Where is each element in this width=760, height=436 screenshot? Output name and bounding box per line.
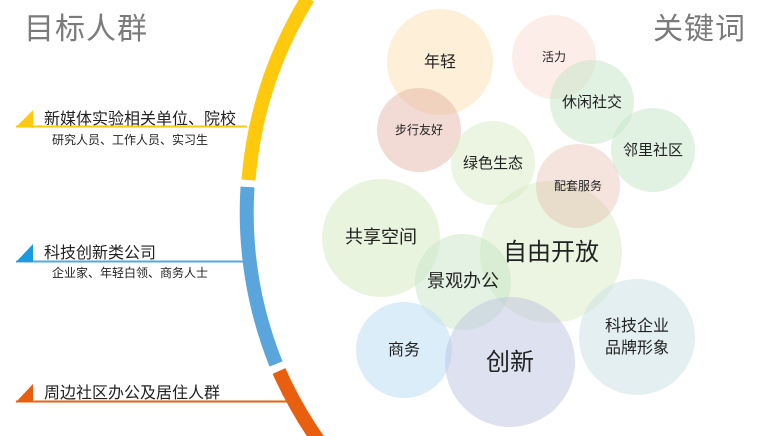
keyword-bubble-shangwu: 商务 xyxy=(356,302,452,398)
keyword-label: 步行友好 xyxy=(394,122,443,137)
keyword-label: 商务 xyxy=(387,340,420,360)
keyword-label: 自由开放 xyxy=(503,237,599,266)
keyword-label: 配套服务 xyxy=(553,178,602,193)
keyword-label: 景观办公 xyxy=(427,270,499,292)
target-audience-heading: 目标人群 xyxy=(24,12,148,47)
keyword-label: 绿色生态 xyxy=(462,153,523,172)
arc-segment-orange xyxy=(272,368,324,436)
group-title-tech-companies: 科技创新类公司 xyxy=(44,243,157,262)
keyword-label: 休闲社交 xyxy=(561,92,622,111)
group-title-community: 周边社区办公及居住人群 xyxy=(44,383,221,402)
keyword-bubble-linli: 邻里社区 xyxy=(611,108,695,192)
keyword-label-line1: 科技企业 xyxy=(604,316,669,336)
keyword-label: 创新 xyxy=(486,347,534,376)
keyword-label: 活力 xyxy=(541,49,566,64)
arc-segment-blue xyxy=(239,186,283,367)
keyword-bubble-peitao: 配套服务 xyxy=(536,144,620,228)
keyword-bubble-chuangxin: 创新 xyxy=(445,297,575,427)
keyword-label-line2: 品牌形象 xyxy=(604,338,669,357)
group-subtitle-media-institutions: 研究人员、工作人员、实习生 xyxy=(52,133,209,147)
group-title-media-institutions: 新媒体实验相关单位、院校 xyxy=(44,109,237,128)
flag-blue-icon xyxy=(16,244,33,262)
group-subtitle-tech-companies: 企业家、年轻白领、商务人士 xyxy=(52,266,209,280)
keywords-heading: 关键词 xyxy=(653,12,746,47)
arc-segment-yellow xyxy=(241,0,314,181)
keyword-bubble-xiuxian: 休闲社交 xyxy=(550,60,634,144)
keyword-bubble-tech-brand: 科技企业 品牌形象 xyxy=(579,279,695,395)
flag-orange-icon xyxy=(16,384,33,402)
keyword-label: 邻里社区 xyxy=(622,140,683,159)
flag-yellow-icon xyxy=(16,110,33,127)
keyword-bubble-nianqing: 年轻 xyxy=(387,9,493,115)
keyword-label: 年轻 xyxy=(423,52,456,72)
keyword-bubble-buxing: 步行友好 xyxy=(377,88,461,172)
keyword-label: 共享空间 xyxy=(345,226,417,248)
